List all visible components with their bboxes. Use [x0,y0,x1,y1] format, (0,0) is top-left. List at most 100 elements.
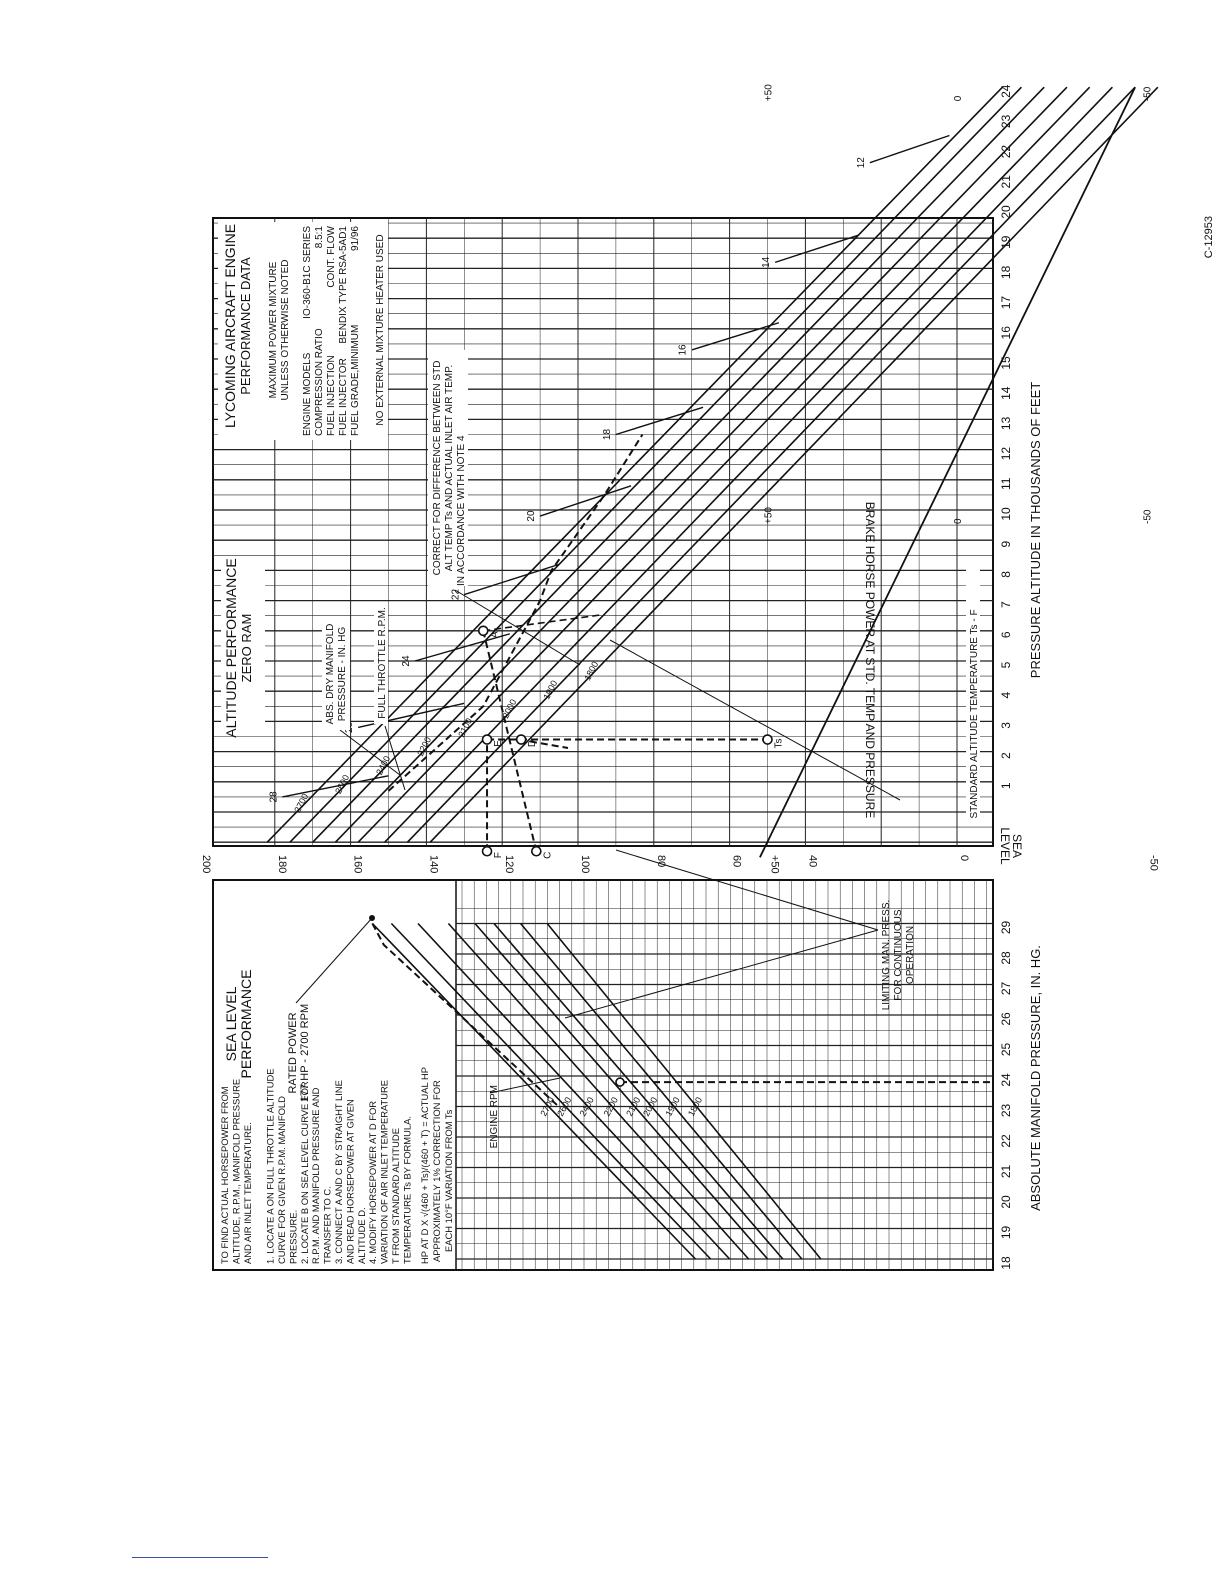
limiting-leader-1 [564,929,879,1019]
alt-x-tick-18: 18 [999,265,1013,279]
mp-curve-label-14: 14 [761,256,772,268]
instruction-line: CURVE FOR GIVEN R.P.M. MANIFOLD [276,1096,287,1264]
data-mixture-1: MAXIMUM POWER MIXTURE [268,261,279,398]
altitude-title-2: ZERO RAM [239,614,254,683]
mp-curve-label-16: 16 [678,344,689,356]
alt-x-tick-17: 17 [999,296,1013,310]
point-C [531,845,542,857]
instruction-formula: HP AT D X √(460 + Ts)/(460 + T) = ACTUAL… [419,1067,430,1264]
point-B [615,1077,625,1087]
correct-box [428,350,468,586]
altitude-title-1: ALTITUDE PERFORMANCE [223,558,239,737]
alt-x-tick-22: 22 [999,145,1013,159]
data-row-value: CONT. FLOW [326,225,337,287]
alt-y-tick-60: 60 [731,855,743,867]
instruction-approx-1: APPROXIMATELY 1% CORRECTION FOR [431,1080,442,1262]
chart-code: C-12953 [1203,216,1215,258]
std-temperature-line [759,86,1136,858]
rated-power-point [369,915,375,921]
temp-mark-temp_marks_mid-1: 0 [953,518,964,524]
alt-curve-1800 [429,86,1159,843]
alt-curve-1900 [406,86,1136,843]
mp-curve-14 [774,234,859,264]
temp-tick-0: 0 [958,855,970,861]
full-throttle-box [374,602,388,724]
alt-x-tick-7: 7 [999,601,1013,608]
altitude-panel: 2700260024002200210020001900180028262422… [200,84,1160,874]
rated-power-label-2: 177 HP - 2700 RPM [299,1004,311,1102]
alt-x-tick-16: 16 [999,326,1013,340]
sl-x-tick-24: 24 [999,1073,1013,1087]
point-label-C: C [542,852,553,859]
limiting-label-3: OPERATION [905,926,916,984]
limiting-leader-2 [615,849,879,931]
data-no-heater: NO EXTERNAL MIXTURE HEATER USED [375,234,386,425]
limiting-alt-leader [609,639,901,801]
altitude-title-box [221,562,265,734]
sl-curve-2600 [390,922,712,1260]
engine-rpm-label: ENGINE RPM [489,1085,500,1148]
instruction-line: ALTITUDE, R.P.M., MANIFOLD PRESSURE [230,1079,241,1264]
alt-x-tick-1: 1 [999,782,1013,789]
mp-curve-16 [691,322,780,351]
limiting-label-1: LIMITING MAN. PRESS. [881,900,892,1011]
mp-curve-label-24: 24 [401,655,412,667]
full-throttle-label: FULL THROTTLE R.P.M. [377,607,388,719]
mp-curve-18 [615,406,704,436]
instruction-line: VARIATION OF AIR INLET TEMPERATURE [379,1080,390,1264]
std-temp-box [966,566,980,826]
alt-y-tick-140: 140 [427,855,439,873]
sl-x-tick-26: 26 [999,1012,1013,1026]
sea-level-tick-1: SEA [1010,834,1024,858]
mp-curve-20 [539,485,632,517]
sea-level-x-axis-label: ABSOLUTE MANIFOLD PRESSURE, IN. HG. [1028,945,1043,1211]
full-throttle-leader [384,725,406,791]
instruction-line: R.P.M. AND MANIFOLD PRESSURE AND [310,1087,321,1264]
sl-curve-2700 [371,922,696,1260]
engine-data-box-bg [218,222,388,440]
data-mixture-2: UNLESS OTHERWISE NOTED [280,260,291,401]
alt-x-tick-19: 19 [999,235,1013,249]
mp-curve-label-18: 18 [602,429,613,441]
data-row-key: COMPRESSION RATIO [314,328,325,436]
point-E [481,734,493,745]
alt-x-tick-12: 12 [999,447,1013,461]
sl-curve-2200 [447,922,750,1260]
mp-curve-label-20: 20 [526,510,537,522]
instruction-line: 3. CONNECT A AND C BY STRAIGHT LINE [333,1080,344,1264]
alt-y-tick-200: 200 [200,855,212,873]
instruction-line: 1. LOCATE A ON FULL THROTTLE ALTITUDE [265,1068,276,1264]
alt-x-tick-8: 8 [999,571,1013,578]
alt-curve-2600 [289,86,1023,843]
temp-mark-temp_marks_right-1: 0 [953,95,964,101]
limiting-label-2: FOR CONTINUOUS [893,909,904,1000]
temp-tick--50: -50 [1148,855,1160,871]
sl-curve-1800 [546,922,822,1260]
alt-y-tick-180: 180 [276,855,288,873]
mp-curve-22 [464,563,560,596]
altitude-panel-frame [212,217,994,847]
bhp-y-axis-label: BRAKE HORSE POWER AT STD. TEMP AND PRESS… [863,502,877,819]
sl-curve-2400 [417,922,731,1260]
instruction-line: PRESSURE. [287,1210,298,1264]
sl-x-tick-27: 27 [999,982,1013,996]
sea-level-tick-2: LEVEL [998,827,1012,865]
mp-curve-28 [282,775,389,798]
alt-full-throttle-dashed [387,433,644,792]
footnote-rule [132,1557,268,1558]
point-label-Ts: Ts [774,739,785,749]
data-row-value: BENDIX TYPE RSA-5AD1 [338,226,349,344]
line-A-ext [483,614,601,632]
point-D [515,734,527,745]
abs-dry-label-1: ABS. DRY MANIFOLD [325,624,336,725]
data-row-key: FUEL GRADE,MINIMUM [350,325,361,436]
data-title-1: LYCOMING AIRCRAFT ENGINE [222,224,238,428]
line-C-A [482,630,538,852]
point-label-F: F [493,852,504,858]
mp-curve-label-28: 28 [268,791,279,803]
